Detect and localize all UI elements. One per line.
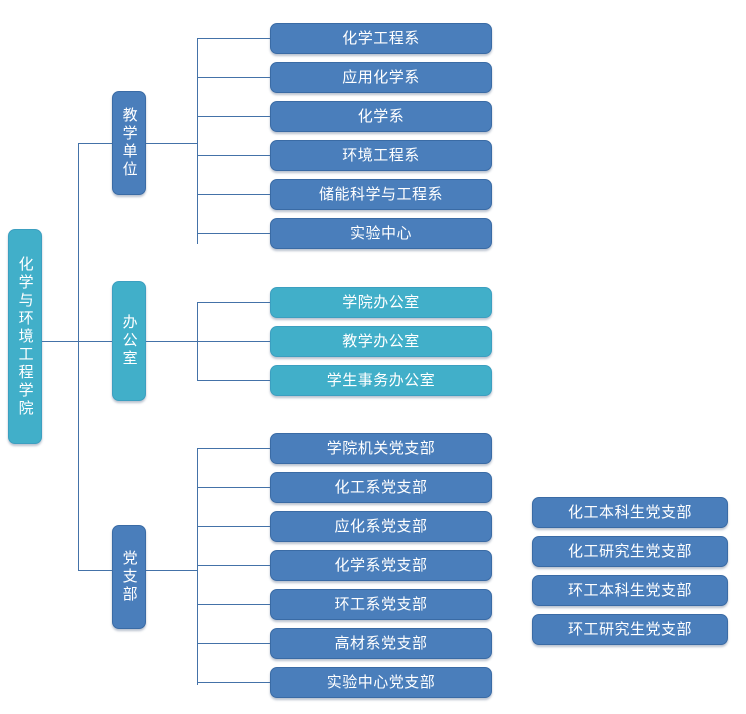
leaf-node[interactable]: 环境工程系 xyxy=(270,140,492,171)
detached-node[interactable]: 环工本科生党支部 xyxy=(532,575,728,606)
leaf-node[interactable]: 实验中心 xyxy=(270,218,492,249)
connector-leaf xyxy=(197,565,271,566)
leaf-node[interactable]: 化学系 xyxy=(270,101,492,132)
branch-node-party-branches[interactable]: 党支部 xyxy=(112,525,146,629)
connector-leaf xyxy=(197,682,271,683)
connector-main-trunk xyxy=(78,143,79,571)
leaf-node[interactable]: 教学办公室 xyxy=(270,326,492,357)
connector-leaf xyxy=(197,487,271,488)
connector-root-stub xyxy=(42,341,79,342)
connector-leaf xyxy=(197,380,271,381)
leaf-node[interactable]: 应用化学系 xyxy=(270,62,492,93)
connector-leaf xyxy=(197,155,271,156)
connector-leaf xyxy=(197,302,271,303)
connector-leaf xyxy=(197,643,271,644)
connector-leaf xyxy=(197,77,271,78)
detached-node[interactable]: 化工本科生党支部 xyxy=(532,497,728,528)
detached-node[interactable]: 环工研究生党支部 xyxy=(532,614,728,645)
connector-branch3-out xyxy=(146,570,198,571)
connector-leaf xyxy=(197,233,271,234)
connector-branch2-out xyxy=(146,341,198,342)
leaf-node[interactable]: 化工系党支部 xyxy=(270,472,492,503)
connector-branch1-in xyxy=(78,143,112,144)
branch-node-offices[interactable]: 办公室 xyxy=(112,281,146,401)
connector-leaf xyxy=(197,194,271,195)
leaf-node[interactable]: 学生事务办公室 xyxy=(270,365,492,396)
root-node-college[interactable]: 化学与环境工程学院 xyxy=(8,229,42,444)
leaf-node[interactable]: 学院办公室 xyxy=(270,287,492,318)
connector-leaf xyxy=(197,341,271,342)
leaf-node[interactable]: 储能科学与工程系 xyxy=(270,179,492,210)
connector-branch1-out xyxy=(146,143,198,144)
connector-branch1-spine xyxy=(197,38,198,244)
connector-branch2-in xyxy=(78,341,112,342)
leaf-node[interactable]: 学院机关党支部 xyxy=(270,433,492,464)
connector-leaf xyxy=(197,448,271,449)
connector-branch3-spine xyxy=(197,448,198,685)
connector-leaf xyxy=(197,116,271,117)
connector-leaf xyxy=(197,526,271,527)
leaf-node[interactable]: 化学工程系 xyxy=(270,23,492,54)
leaf-node[interactable]: 环工系党支部 xyxy=(270,589,492,620)
leaf-node[interactable]: 应化系党支部 xyxy=(270,511,492,542)
leaf-node[interactable]: 化学系党支部 xyxy=(270,550,492,581)
connector-leaf xyxy=(197,38,271,39)
connector-leaf xyxy=(197,604,271,605)
leaf-node[interactable]: 高材系党支部 xyxy=(270,628,492,659)
detached-node[interactable]: 化工研究生党支部 xyxy=(532,536,728,567)
connector-branch3-in xyxy=(78,570,112,571)
branch-node-teaching-units[interactable]: 教学单位 xyxy=(112,91,146,195)
leaf-node[interactable]: 实验中心党支部 xyxy=(270,667,492,698)
